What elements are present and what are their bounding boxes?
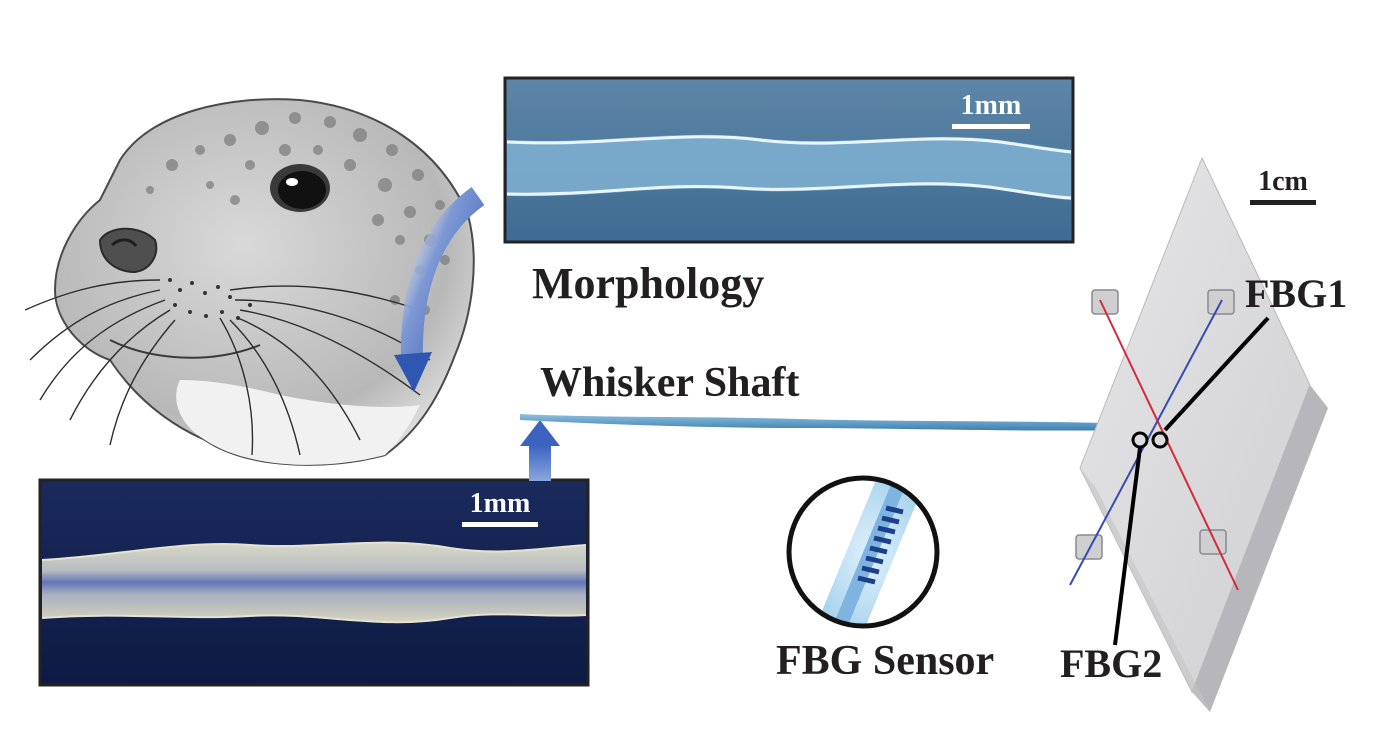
seal-whiskers xyxy=(24,279,431,456)
scale-bar-bottom-text: 1mm xyxy=(469,488,531,519)
sensor-device xyxy=(1069,156,1328,712)
fbg-sensor-label: FBG Sensor xyxy=(776,638,995,684)
up-arrow-head xyxy=(520,420,560,446)
fbg1-label: FBG1 xyxy=(1245,271,1348,316)
fiber-mounts xyxy=(1075,289,1235,560)
scale-bar-device: 1cm xyxy=(1250,168,1316,205)
fbg2-marker xyxy=(1131,431,1149,449)
fbg2-leader xyxy=(1113,447,1142,646)
whisker-shaft-label: Whisker Shaft xyxy=(540,360,800,406)
fbg2-label: FBG2 xyxy=(1060,641,1163,686)
scale-bar-top-line xyxy=(952,124,1030,129)
scale-bar-device-text: 1cm xyxy=(1258,166,1308,197)
scale-bar-top-text: 1mm xyxy=(960,90,1022,121)
whisker-shaft xyxy=(520,414,1150,431)
fiber-red xyxy=(1099,299,1239,591)
scale-bar-top: 1mm xyxy=(952,92,1030,129)
scale-bar-bottom-line xyxy=(462,522,538,527)
morphology-label: Morphology xyxy=(532,259,765,308)
fbg-sensor-magnifier xyxy=(786,475,940,629)
scale-bar-device-line xyxy=(1250,200,1316,205)
fbg1-leader xyxy=(1163,316,1270,432)
bragg-grating xyxy=(857,505,904,585)
seal-spots xyxy=(146,112,450,315)
whisker-pads xyxy=(168,278,252,320)
scale-bar-bottom: 1mm xyxy=(462,490,538,527)
cross-section-photo xyxy=(38,478,590,687)
seal-illustration xyxy=(24,98,475,466)
fbg1-marker xyxy=(1151,431,1169,449)
curved-arrow xyxy=(400,187,485,361)
up-arrow-shaft xyxy=(529,445,551,481)
morphology-photo xyxy=(503,76,1075,244)
curved-arrow-head xyxy=(394,352,432,392)
